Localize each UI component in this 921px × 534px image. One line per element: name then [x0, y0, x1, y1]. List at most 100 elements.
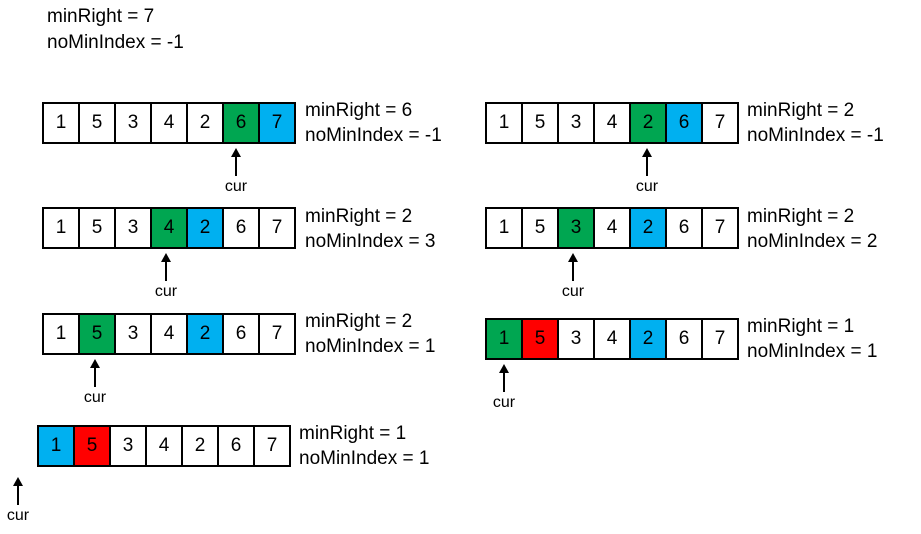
array-cell: 6 — [665, 102, 703, 144]
array-cell: 7 — [701, 318, 739, 360]
cur-label: cur — [561, 283, 585, 300]
array-cell: 1 — [485, 102, 523, 144]
array-cell: 3 — [109, 425, 147, 467]
array-cell: 5 — [78, 313, 116, 355]
no-min-index-text: noMinIndex = 1 — [747, 341, 878, 362]
array-cell: 7 — [258, 207, 296, 249]
up-arrow-icon — [231, 148, 241, 176]
array-cell: 2 — [629, 318, 667, 360]
no-min-index-text: noMinIndex = -1 — [305, 125, 442, 146]
array-cell: 5 — [73, 425, 111, 467]
array-cell: 6 — [222, 102, 260, 144]
array-cell: 4 — [145, 425, 183, 467]
array-cell: 3 — [114, 207, 152, 249]
array-cell: 6 — [665, 207, 703, 249]
array-cell: 7 — [701, 102, 739, 144]
cur-label: cur — [154, 283, 178, 300]
array-cell: 7 — [253, 425, 291, 467]
step-values: minRight = 6 noMinIndex = -1 — [305, 98, 442, 148]
up-arrow-icon — [90, 359, 100, 387]
cur-pointer: cur — [146, 253, 186, 301]
array-cell: 5 — [78, 207, 116, 249]
initial-min-right: minRight = 7 — [47, 6, 155, 27]
step-values: minRight = 2 noMinIndex = 2 — [747, 204, 877, 254]
array-cell: 6 — [217, 425, 255, 467]
array-cell: 2 — [629, 102, 667, 144]
array-cell: 6 — [222, 313, 260, 355]
array-cell: 2 — [186, 207, 224, 249]
array-cell: 1 — [485, 318, 523, 360]
array-cell: 4 — [150, 313, 188, 355]
cur-label: cur — [224, 178, 248, 195]
step-values: minRight = 2 noMinIndex = 3 — [305, 204, 435, 254]
cur-label: cur — [635, 178, 659, 195]
no-min-index-text: noMinIndex = 2 — [747, 231, 878, 252]
initial-state: minRight = 7 noMinIndex = -1 — [47, 4, 184, 56]
array-cell: 2 — [181, 425, 219, 467]
cur-pointer: cur — [484, 364, 524, 412]
array-cell: 4 — [593, 318, 631, 360]
no-min-index-text: noMinIndex = -1 — [747, 125, 884, 146]
no-min-index-text: noMinIndex = 1 — [305, 336, 436, 357]
no-min-index-text: noMinIndex = 3 — [305, 231, 436, 252]
array-cell: 2 — [186, 313, 224, 355]
array-cell: 4 — [593, 102, 631, 144]
up-arrow-icon — [161, 253, 171, 281]
array-cell: 4 — [150, 207, 188, 249]
step-values: minRight = 2 noMinIndex = 1 — [305, 309, 435, 359]
array-cell: 4 — [593, 207, 631, 249]
array-cell: 3 — [557, 318, 595, 360]
step-values: minRight = 1 noMinIndex = 1 — [299, 421, 429, 471]
min-right-text: minRight = 2 — [747, 100, 855, 121]
initial-no-min-index: noMinIndex = -1 — [47, 32, 184, 53]
up-arrow-icon — [13, 477, 23, 505]
cur-pointer: cur — [75, 359, 115, 407]
cur-label: cur — [492, 394, 516, 411]
array-cell: 3 — [114, 313, 152, 355]
array-cell: 5 — [78, 102, 116, 144]
min-right-text: minRight = 2 — [305, 311, 413, 332]
array-cell: 3 — [557, 207, 595, 249]
array-cell: 2 — [629, 207, 667, 249]
step-values: minRight = 1 noMinIndex = 1 — [747, 314, 877, 364]
array-cell: 1 — [42, 102, 80, 144]
cur-pointer: cur — [0, 477, 38, 525]
cur-label: cur — [83, 389, 107, 406]
up-arrow-icon — [499, 364, 509, 392]
cur-pointer: cur — [627, 148, 667, 196]
min-right-text: minRight = 2 — [305, 206, 413, 227]
array-cell: 3 — [557, 102, 595, 144]
up-arrow-icon — [568, 253, 578, 281]
array-cell: 7 — [258, 313, 296, 355]
array-cell: 1 — [485, 207, 523, 249]
array-cell: 1 — [42, 207, 80, 249]
array-cell: 5 — [521, 318, 559, 360]
array-cell: 1 — [37, 425, 75, 467]
array-cell: 6 — [222, 207, 260, 249]
min-right-text: minRight = 6 — [305, 100, 413, 121]
step-values: minRight = 2 noMinIndex = -1 — [747, 98, 884, 148]
cur-pointer: cur — [553, 253, 593, 301]
array-cell: 7 — [701, 207, 739, 249]
no-min-index-text: noMinIndex = 1 — [299, 448, 430, 469]
array-cell: 1 — [42, 313, 80, 355]
array-cell: 2 — [186, 102, 224, 144]
array-cell: 3 — [114, 102, 152, 144]
array-cell: 6 — [665, 318, 703, 360]
array-cell: 4 — [150, 102, 188, 144]
up-arrow-icon — [642, 148, 652, 176]
cur-pointer: cur — [216, 148, 256, 196]
min-right-text: minRight = 2 — [747, 206, 855, 227]
min-right-text: minRight = 1 — [299, 423, 407, 444]
min-right-text: minRight = 1 — [747, 316, 855, 337]
array-cell: 5 — [521, 207, 559, 249]
cur-label: cur — [6, 507, 30, 524]
array-cell: 5 — [521, 102, 559, 144]
